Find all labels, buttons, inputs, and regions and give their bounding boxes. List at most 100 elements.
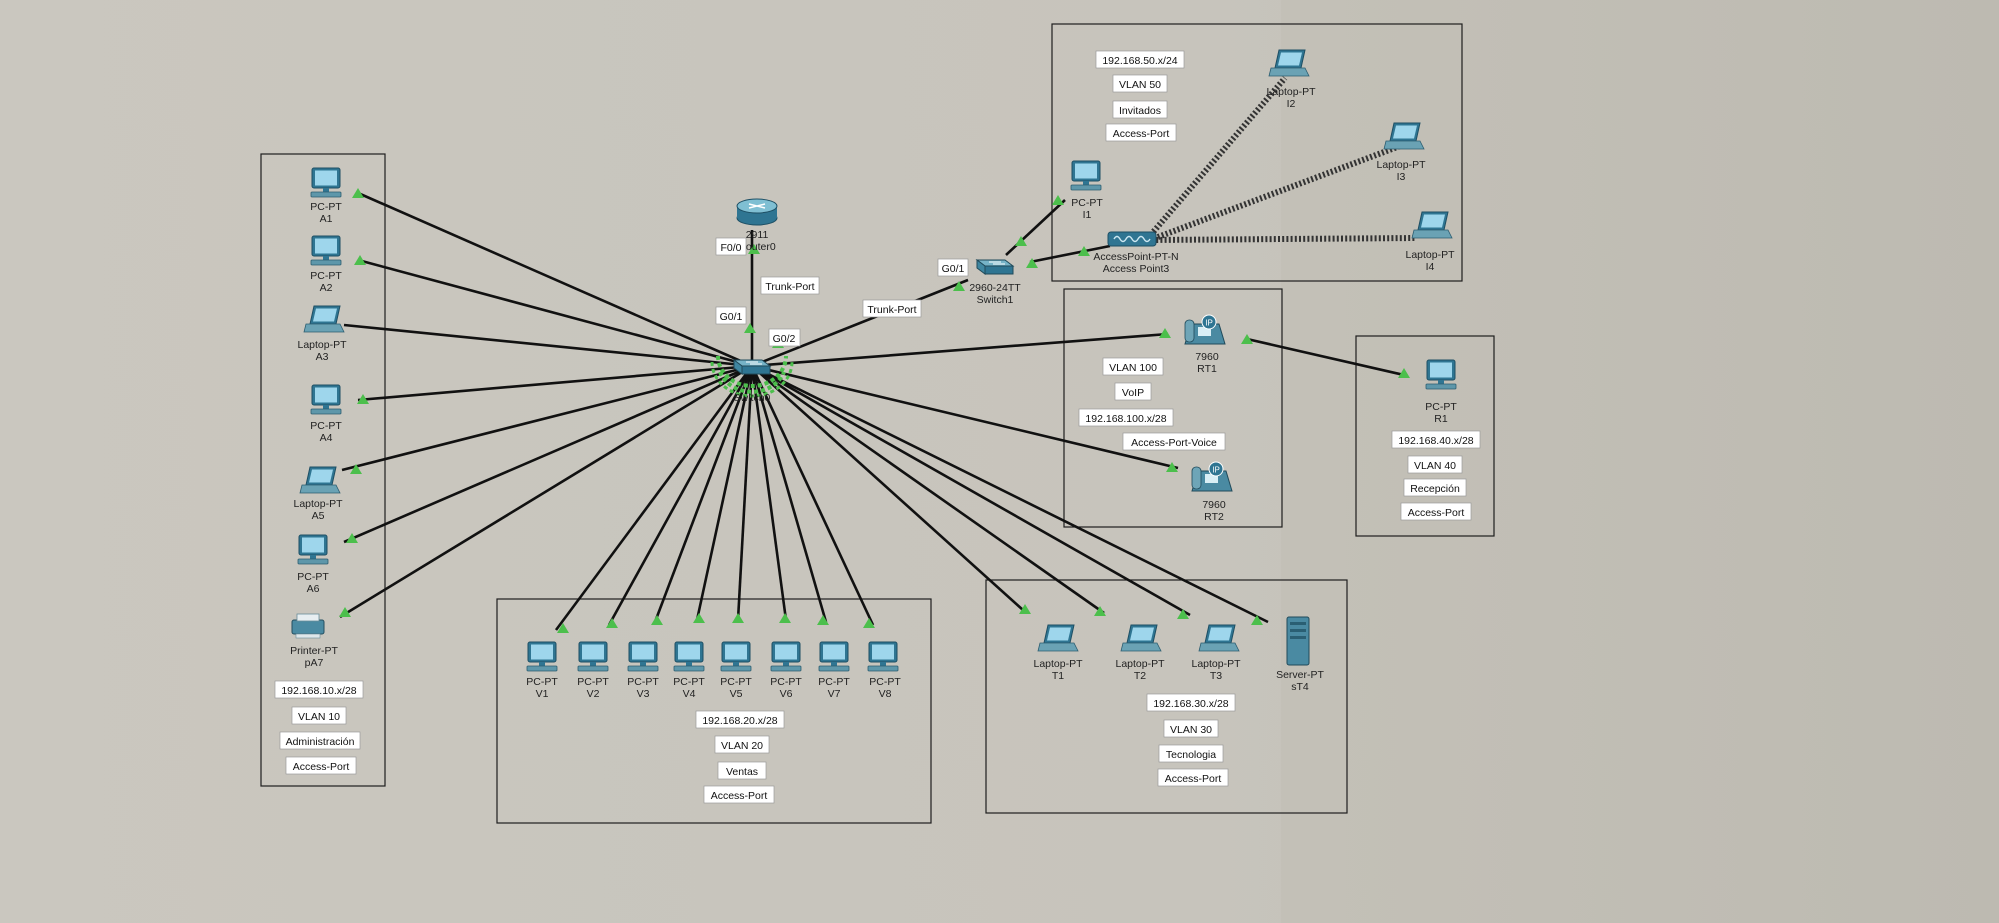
tech-vlan-tag: VLAN 30: [1163, 719, 1219, 738]
laptop-icon[interactable]: [299, 466, 341, 494]
switch1-icon[interactable]: [976, 259, 1014, 275]
pc-icon[interactable]: [1425, 359, 1457, 390]
pc-icon[interactable]: [770, 641, 802, 672]
svg-text:192.168.100.x/28: 192.168.100.x/28: [1085, 413, 1166, 425]
laptop-icon[interactable]: [1037, 624, 1079, 652]
voip-rt1-model: 7960: [1195, 351, 1219, 363]
svg-text:Tecnologia: Tecnologia: [1166, 749, 1216, 761]
tech-t2-name: T2: [1134, 670, 1146, 682]
laptop-icon[interactable]: [1198, 624, 1240, 652]
access-point-icon[interactable]: [1107, 231, 1157, 247]
router-icon[interactable]: [736, 198, 778, 226]
pc-icon[interactable]: [1070, 160, 1102, 191]
guests-i1-model: PC-PT: [1071, 197, 1103, 209]
ip-phone-icon[interactable]: [1191, 461, 1233, 492]
pc-icon[interactable]: [310, 167, 342, 198]
reception-vlan-tag: VLAN 40: [1407, 455, 1463, 474]
svg-text:192.168.10.x/28: 192.168.10.x/28: [281, 685, 356, 697]
sales-mode-tag: Access-Port: [703, 785, 775, 804]
pc-icon[interactable]: [310, 235, 342, 266]
pc-icon[interactable]: [627, 641, 659, 672]
svg-text:Access-Port: Access-Port: [711, 790, 768, 802]
guests-subnet-tag: 192.168.50.x/24: [1095, 50, 1185, 69]
core-switch-icon[interactable]: [733, 359, 771, 375]
sales-v7-name: V7: [828, 688, 841, 700]
admin-a2-name: A2: [320, 282, 333, 294]
svg-text:F0/0: F0/0: [720, 242, 741, 254]
guests-i4-name: I4: [1426, 261, 1435, 273]
access-point-model-label: AccessPoint-PT-N: [1093, 251, 1178, 263]
sales-v1-model: PC-PT: [526, 676, 558, 688]
tech-name-tag: Tecnologia: [1158, 744, 1224, 763]
sales-v4-model: PC-PT: [673, 676, 705, 688]
laptop-icon[interactable]: [1120, 624, 1162, 652]
pc-icon[interactable]: [577, 641, 609, 672]
pc-icon[interactable]: [867, 641, 899, 672]
svg-text:VLAN 10: VLAN 10: [298, 711, 340, 723]
svg-text:VLAN 20: VLAN 20: [721, 740, 763, 752]
admin-name-tag: Administración: [279, 731, 361, 750]
svg-text:192.168.20.x/28: 192.168.20.x/28: [702, 715, 777, 727]
admin-a4-name: A4: [320, 432, 333, 444]
svg-text:192.168.40.x/28: 192.168.40.x/28: [1398, 435, 1473, 447]
core-switch-name-label: Switch0: [734, 392, 771, 404]
voip-mode-tag: Access-Port-Voice: [1122, 432, 1226, 451]
sales-v6-name: V6: [780, 688, 793, 700]
sales-vlan-tag: VLAN 20: [714, 735, 770, 754]
laptop-icon[interactable]: [1411, 211, 1453, 239]
pc-icon[interactable]: [818, 641, 850, 672]
tech-t1-model: Laptop-PT: [1033, 658, 1083, 670]
voip-rt1-name: RT1: [1197, 363, 1217, 375]
sales-v3-name: V3: [637, 688, 650, 700]
guests-vlan-tag: VLAN 50: [1112, 74, 1168, 93]
ip-phone-icon[interactable]: [1184, 314, 1226, 345]
svg-text:G0/1: G0/1: [720, 311, 743, 323]
svg-text:VoIP: VoIP: [1122, 387, 1144, 399]
admin-area-box: [260, 153, 386, 787]
tech-t2-model: Laptop-PT: [1115, 658, 1165, 670]
pc-icon[interactable]: [526, 641, 558, 672]
sales-area-box: [496, 598, 932, 824]
printer-icon[interactable]: [291, 613, 325, 639]
pc-icon[interactable]: [720, 641, 752, 672]
svg-text:Access-Port: Access-Port: [293, 761, 350, 773]
admin-a4-model: PC-PT: [310, 420, 342, 432]
sales-subnet-tag: 192.168.20.x/28: [695, 710, 785, 729]
voip-area-box: [1063, 288, 1283, 528]
laptop-icon[interactable]: [303, 305, 345, 333]
admin-mode-tag: Access-Port: [285, 756, 357, 775]
sales-v4-name: V4: [683, 688, 696, 700]
admin-a6-model: PC-PT: [297, 571, 329, 583]
reception-r1-name: R1: [1434, 413, 1448, 425]
svg-text:Access-Port: Access-Port: [1408, 507, 1465, 519]
guests-name-tag: Invitados: [1112, 100, 1168, 119]
guests-i2-model: Laptop-PT: [1266, 86, 1316, 98]
admin-a2-model: PC-PT: [310, 270, 342, 282]
laptop-icon[interactable]: [1383, 122, 1425, 150]
svg-text:Invitados: Invitados: [1119, 105, 1161, 117]
pc-icon[interactable]: [310, 384, 342, 415]
voip-rt2-name: RT2: [1204, 511, 1224, 523]
svg-text:VLAN 30: VLAN 30: [1170, 724, 1212, 736]
svg-text:G0/1: G0/1: [942, 263, 965, 275]
svg-text:G0/2: G0/2: [773, 333, 796, 345]
svg-text:192.168.50.x/24: 192.168.50.x/24: [1102, 55, 1177, 67]
links: [339, 191, 1405, 631]
server-icon[interactable]: [1286, 616, 1310, 666]
laptop-icon[interactable]: [1268, 49, 1310, 77]
sales-v8-model: PC-PT: [869, 676, 901, 688]
pc-icon[interactable]: [297, 534, 329, 565]
port-tag-router-f00: F0/0: [715, 237, 747, 256]
tech-mode-tag: Access-Port: [1157, 768, 1229, 787]
svg-text:Administración: Administración: [286, 736, 355, 748]
pc-icon[interactable]: [673, 641, 705, 672]
svg-text:Ventas: Ventas: [726, 766, 758, 778]
svg-text:Recepción: Recepción: [1410, 483, 1460, 495]
voip-rt2-model: 7960: [1202, 499, 1226, 511]
tech-t1-name: T1: [1052, 670, 1064, 682]
tech-st4-model: Server-PT: [1276, 669, 1324, 681]
tech-st4-name: sT4: [1291, 681, 1309, 693]
workspace-highlight: [0, 0, 1281, 923]
admin-a5-model: Laptop-PT: [293, 498, 343, 510]
